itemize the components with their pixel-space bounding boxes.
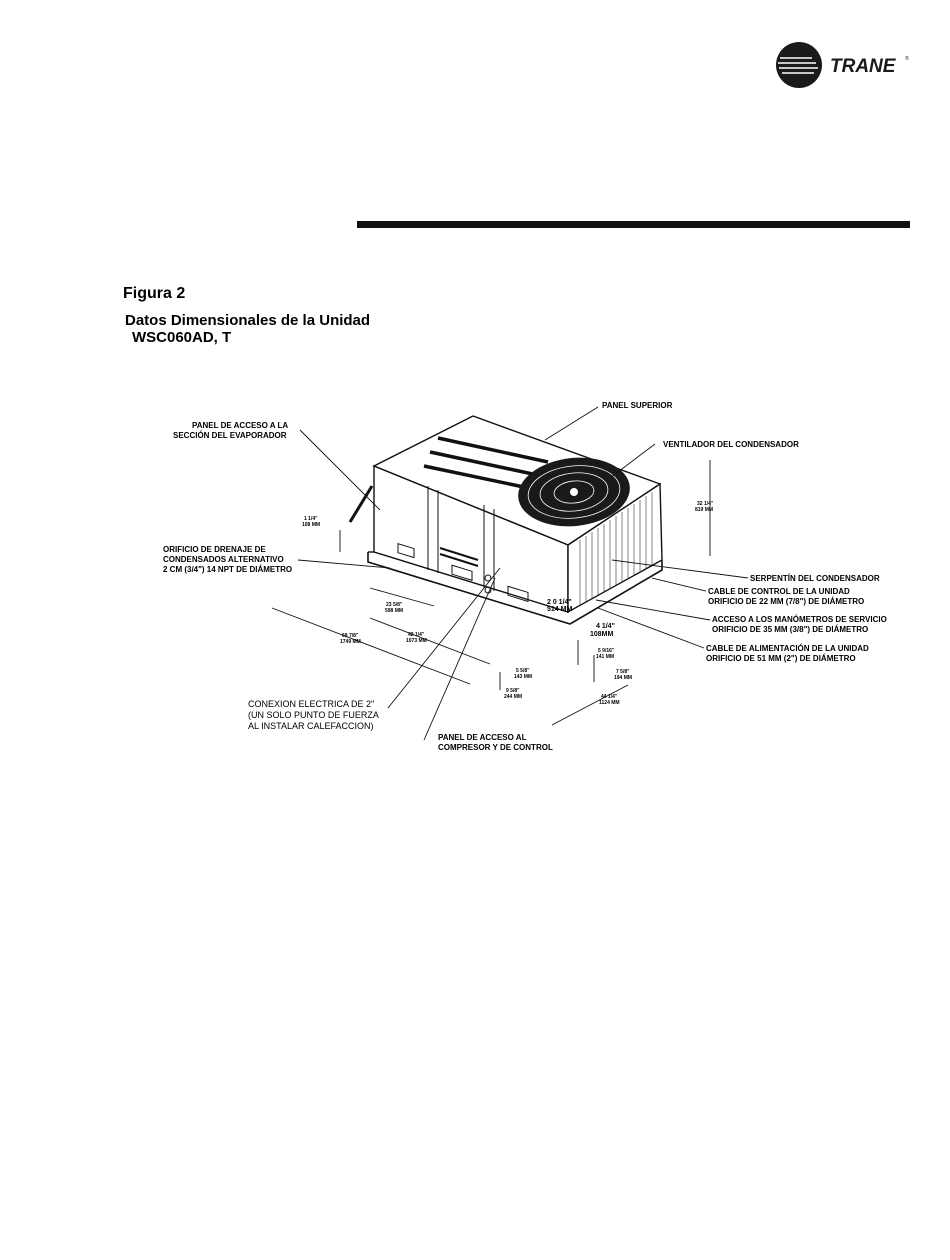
dim-height-mm: 819 MM (695, 507, 713, 513)
dim-a-mm: 598 MM (385, 608, 403, 614)
dim-d-mm: 244 MM (504, 694, 522, 700)
dim-len-mm: 1749 MM (340, 639, 361, 645)
svg-text:®: ® (905, 55, 909, 62)
dim-side-mm: 108 MM (302, 522, 320, 528)
unit-body (367, 415, 663, 625)
header-rule (357, 221, 910, 228)
dim-f-mm: 194 MM (614, 675, 632, 681)
dim-e-in: 5 9/16" (598, 648, 615, 654)
label-conex-2: (UN SOLO PUNTO DE FUERZA (248, 710, 379, 720)
control-grille (439, 547, 479, 567)
label-conex-1: CONEXION ELECTRICA DE 2" (248, 699, 374, 709)
front-panels (397, 486, 529, 603)
figure-subtitle-line1: Datos Dimensionales de la Unidad (125, 312, 371, 329)
label-alim-2: ORIFICIO DE 51 MM (2") DE DIÁMETRO (706, 654, 856, 663)
label-evap-2: SECCIÓN DEL EVAPORADOR (173, 431, 287, 440)
dim-a-in: 23 5/8" (386, 602, 403, 608)
label-drain-1: ORIFICIO DE DRENAJE DE (163, 545, 266, 554)
leader-lines (271, 406, 749, 741)
dim-g-in: 2 0 1/4" (547, 599, 572, 606)
dim-d-in: 9 5/8" (506, 688, 520, 694)
dim-c-in: 5 5/8" (516, 668, 530, 674)
dim-c-mm: 143 MM (514, 674, 532, 680)
dim-f-in: 7 5/8" (616, 669, 630, 675)
dim-b-mm: 1073 MM (406, 638, 427, 644)
label-drain-3: 2 CM (3/4") 14 NPT DE DIÁMETRO (163, 565, 292, 574)
label-evap-1: PANEL DE ACCESO A LA (192, 421, 288, 430)
figure-subtitle: Datos Dimensionales de la Unidad WSC060A… (125, 312, 370, 346)
label-conex-3: AL INSTALAR CALEFACCION) (248, 721, 374, 731)
label-ventilador: VENTILADOR DEL CONDENSADOR (663, 440, 799, 449)
label-serpentin: SERPENTÍN DEL CONDENSADOR (750, 574, 880, 583)
dim-h-mm: 108MM (590, 631, 614, 638)
brand-name: TRANE (830, 56, 897, 77)
dim-e-mm: 141 MM (596, 654, 614, 660)
label-panel-superior: PANEL SUPERIOR (602, 401, 673, 410)
condenser-fan (518, 457, 630, 527)
label-comp-2: COMPRESOR Y DE CONTROL (438, 743, 553, 752)
dim-side-in: 1 1/4" (304, 516, 318, 522)
dim-g-mm: 514 MM (547, 606, 572, 613)
label-comp-1: PANEL DE ACCESO AL (438, 733, 527, 742)
trane-logo: TRANE ® (776, 42, 909, 88)
figure-number: Figura 2 (123, 285, 186, 302)
label-mano-1: ACCESO A LOS MANÓMETROS DE SERVICIO (712, 615, 887, 624)
dim-w-mm: 1124 MM (599, 700, 620, 706)
dim-h-in: 4 1/4" (596, 623, 615, 630)
figure-subtitle-line2: WSC060AD, T (132, 329, 232, 346)
label-control-2: ORIFICIO DE 22 MM (7/8") DE DIÁMETRO (708, 597, 864, 606)
condenser-coil (579, 492, 653, 606)
dim-len-in: 68 7/8" (342, 633, 359, 639)
label-control-1: CABLE DE CONTROL DE LA UNIDAD (708, 587, 850, 596)
label-alim-1: CABLE DE ALIMENTACIÓN DE LA UNIDAD (706, 644, 869, 653)
dim-height-in: 32 1/4" (697, 501, 714, 507)
top-louvers (423, 436, 549, 492)
dim-b-in: 42 1/4" (408, 632, 425, 638)
dim-w-in: 44 1/4" (601, 694, 618, 700)
label-mano-2: ORIFICIO DE 35 MM (3/8") DE DIÁMETRO (712, 625, 868, 634)
label-drain-2: CONDENSADOS ALTERNATIVO (163, 555, 284, 564)
